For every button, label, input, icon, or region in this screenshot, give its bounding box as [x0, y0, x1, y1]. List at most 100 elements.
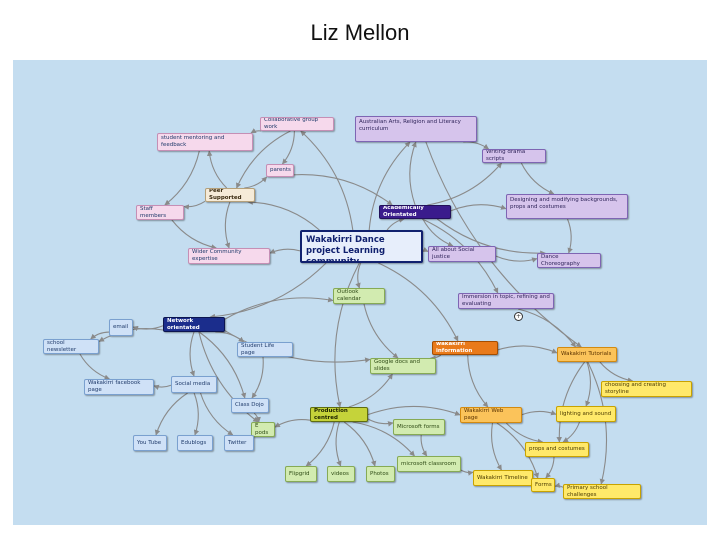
connector-n27-n38	[335, 421, 342, 467]
connector-n27-n22	[348, 373, 393, 408]
connector-n1-n6	[236, 130, 291, 189]
node-you-tube[interactable]: You Tube	[133, 435, 167, 451]
mind-map-canvas: Collaborative group work Australian Arts…	[13, 60, 707, 525]
connector-n21-n35	[556, 361, 586, 443]
connector-n3-n8	[164, 150, 200, 206]
node-collaborative-group-work[interactable]: Collaborative group work	[260, 117, 334, 131]
connector-n6-n3	[206, 150, 228, 189]
connector-n2-n5	[463, 141, 490, 150]
connector-n5-n7	[520, 162, 555, 195]
connector-n28-n29	[521, 410, 557, 416]
connector-n42-n41	[554, 482, 564, 488]
node-forms[interactable]: Forms	[531, 478, 555, 492]
node-twitter[interactable]: Twitter	[224, 435, 254, 451]
connector-n24-n33	[193, 392, 200, 436]
node-videos[interactable]: videos	[327, 466, 355, 482]
connector-n21-n29	[585, 361, 591, 407]
connector-n28-n41	[496, 422, 540, 479]
node-dance-choreography[interactable]: Dance Choreography	[537, 253, 601, 268]
connector-n17-n14	[224, 296, 334, 320]
connector-n4-n9	[293, 174, 393, 206]
connector-n10-n9	[386, 217, 405, 231]
node-peer-supported[interactable]: Peer Supported	[205, 188, 255, 202]
connector-n17-n24	[189, 331, 195, 377]
connector-n28-n40	[491, 422, 502, 471]
connector-n27-n28	[367, 405, 461, 416]
connector-n24-n32	[154, 392, 188, 436]
connector-n6-n4	[244, 176, 268, 189]
connector-n10-n17	[209, 262, 327, 320]
node-writing-drama-scripts[interactable]: Writing drama scripts	[482, 149, 546, 163]
node-class-dojo[interactable]: Class Dojo	[231, 398, 269, 413]
connector-n27-n31	[274, 419, 311, 428]
connector-n24-n23	[153, 384, 172, 390]
connector-n10-n20	[378, 262, 459, 342]
node-social-justice[interactable]: All about Social justice	[428, 246, 496, 262]
node-network-orientated[interactable]: Network orientated	[163, 317, 225, 332]
node-wakakirri-learning-community[interactable]: Wakakirri Dance project Learning communi…	[300, 230, 423, 263]
node-microsoft-classroom[interactable]: microsoft classroom	[397, 456, 461, 472]
node-designing-backgrounds[interactable]: Designing and modifying backgrounds, pro…	[506, 194, 628, 219]
connector-n10-n1	[300, 130, 354, 231]
connector-n16-n18	[90, 331, 110, 340]
connector-n19-n26	[251, 356, 264, 399]
node-primary-school-challenges[interactable]: Primary school challenges	[563, 484, 641, 499]
node-flipgrid[interactable]: Flipgrid	[285, 466, 317, 482]
connector-n21-n25	[599, 361, 634, 383]
connector-n10-n14	[355, 262, 362, 289]
node-e-pods[interactable]: E pods	[251, 422, 275, 437]
connector-n1-n4	[281, 130, 295, 165]
node-wakakirri-information[interactable]: wakakirri information	[432, 341, 498, 355]
node-choosing-storyline[interactable]: choosing and creating storyline	[601, 381, 692, 397]
connector-n10-n27	[334, 262, 360, 408]
node-student-mentoring[interactable]: student mentoring and feedback	[157, 133, 253, 151]
connector-n9-n12	[422, 218, 454, 247]
node-wider-community-expertise[interactable]: Wider Community expertise	[188, 248, 270, 264]
node-google-docs-and-slides[interactable]: Google docs and slides	[370, 358, 436, 374]
node-social-media[interactable]: Social media	[171, 376, 217, 393]
connector-n6-n11	[224, 201, 231, 249]
connector-n1-n3	[250, 128, 262, 134]
node-edublogs[interactable]: Edublogs	[177, 435, 213, 451]
connector-n6-n8	[183, 200, 206, 210]
node-microsoft-forms[interactable]: Microsoft forms	[393, 419, 445, 435]
node-wakakirri-facebook-page[interactable]: Wakakirri facebook page	[84, 379, 154, 395]
connector-n8-n11	[171, 219, 217, 250]
node-academically-orientated[interactable]: Academically Orientated	[379, 205, 451, 219]
connector-n7-n13	[566, 218, 573, 254]
connector-n20-n28	[467, 354, 489, 408]
connector-n9-n13	[436, 218, 546, 256]
node-photos[interactable]: Photos	[366, 466, 395, 482]
connector-n20-n21	[497, 345, 558, 354]
connector-n14-n22	[363, 303, 399, 359]
connector-n18-n23	[79, 353, 111, 380]
node-production-centred[interactable]: Production centred	[310, 407, 368, 422]
connector-n10-n6	[247, 199, 320, 231]
node-immersion-in-topic[interactable]: Immersion in topic, refining and evaluat…	[458, 293, 554, 309]
connector-n29-n35	[562, 421, 581, 443]
node-parents[interactable]: parents	[266, 164, 294, 177]
node-props-and-costumes[interactable]: props and costumes	[525, 442, 589, 457]
connector-n17-n26	[198, 331, 247, 399]
connector-n24-n34	[199, 392, 234, 436]
node-outlook-calendar[interactable]: Outlook calendar	[333, 288, 385, 304]
node-student-life-page[interactable]: Student Life page	[237, 342, 293, 357]
node-wakakirri-tutorials[interactable]: Wakakirri Tutorials	[557, 347, 617, 362]
connector-n17-n22	[224, 330, 371, 363]
expand-plus-icon[interactable]: +	[514, 312, 523, 321]
connector-n26-n31	[253, 412, 261, 423]
node-staff-members[interactable]: Staff members	[136, 205, 184, 220]
connector-n27-n36	[352, 421, 415, 457]
node-arts-curriculum[interactable]: Australian Arts, Religion and Literacy c…	[355, 116, 477, 142]
connector-n10-n12	[422, 246, 429, 253]
connector-n15-n21	[517, 308, 577, 348]
node-school-newsletter[interactable]: school newsletter	[43, 339, 99, 354]
node-wakakirri-web-page[interactable]: Wakakirri Web page	[460, 407, 522, 423]
connector-n17-n31	[198, 331, 259, 423]
connector-n27-n39	[343, 421, 377, 467]
connector-n30-n36	[420, 434, 428, 457]
node-wakakirri-timeline[interactable]: Wakakirri Timeline	[473, 470, 533, 486]
connector-n27-n37	[305, 421, 335, 467]
node-email[interactable]: email	[109, 319, 133, 336]
node-lighting-and-sound[interactable]: lighting and sound	[556, 406, 616, 422]
